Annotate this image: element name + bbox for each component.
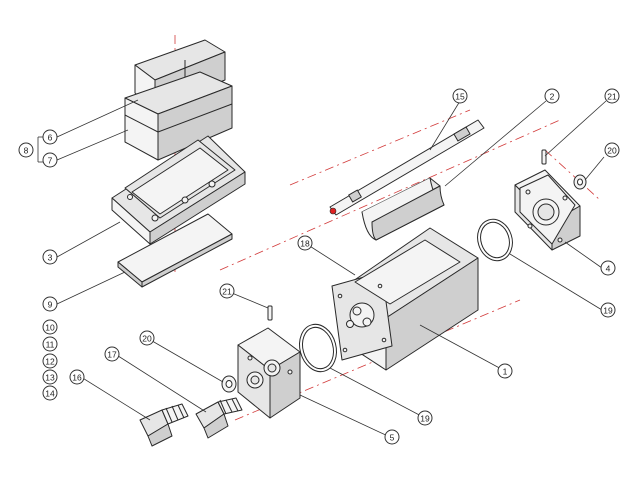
callout-label: 19 [603, 306, 613, 316]
callout-circle [219, 283, 235, 299]
callout-p12: 12 [42, 353, 58, 369]
callout-circle [42, 353, 58, 369]
callout-circle [18, 142, 34, 158]
callout-p13: 13 [42, 369, 58, 385]
callout-label: 15 [455, 92, 465, 102]
callout-p20b: 20 [139, 330, 155, 346]
callout-circle [42, 319, 58, 335]
callout-circle [42, 249, 58, 265]
callout-label: 10 [45, 323, 55, 333]
callout-circle [42, 336, 58, 352]
callout-label: 21 [222, 287, 232, 297]
callout-label: 4 [606, 264, 611, 274]
callout-circle [42, 129, 58, 145]
callout-p9: 9 [42, 296, 58, 312]
callout-p21a: 21 [604, 88, 620, 104]
callout-label: 12 [45, 357, 55, 367]
callout-circle [42, 385, 58, 401]
leader-lines [37, 99, 607, 438]
fitting-17-part [195, 397, 243, 439]
fitting-16-part [139, 403, 189, 447]
callout-p10: 10 [42, 319, 58, 335]
callout-p18: 18 [297, 235, 313, 251]
washer-left-part [221, 375, 237, 393]
callout-label: 8 [24, 146, 29, 156]
callout-label: 20 [142, 334, 152, 344]
base-frame-part [111, 135, 246, 245]
callout-label: 13 [45, 373, 55, 383]
callout-label: 3 [48, 253, 53, 263]
middle-block-part [124, 71, 233, 161]
end-block-part [237, 327, 301, 419]
callout-p21b: 21 [219, 283, 235, 299]
callout-p3: 3 [42, 249, 58, 265]
callout-p11: 11 [42, 336, 58, 352]
shaft-part [329, 119, 485, 216]
pin-right-part [541, 149, 547, 165]
callout-label: 2 [550, 92, 555, 102]
callout-p15: 15 [452, 88, 468, 104]
callout-label: 16 [72, 373, 82, 383]
callout-circle [104, 346, 120, 362]
callout-label: 17 [107, 350, 117, 360]
gasket-plate-part [117, 213, 233, 288]
callout-label: 18 [300, 239, 310, 249]
callout-circle [139, 330, 155, 346]
callout-p17: 17 [104, 346, 120, 362]
callout-p8: 8 [18, 142, 34, 158]
washer-right-part [573, 174, 587, 190]
callout-label: 1 [503, 367, 508, 377]
callout-label: 21 [607, 92, 617, 102]
callout-circle [417, 410, 433, 426]
callout-p5: 5 [384, 429, 400, 445]
callout-circle [42, 152, 58, 168]
callout-label: 6 [48, 133, 53, 143]
callout-label: 11 [46, 340, 55, 350]
callout-p2: 2 [544, 88, 560, 104]
o-ring-left-part [299, 323, 337, 373]
callout-circle [544, 88, 560, 104]
main-housing-part [331, 227, 479, 371]
callout-circle [42, 369, 58, 385]
callout-circle [604, 88, 620, 104]
shaft-seal-dot [329, 207, 337, 215]
o-ring-right-part [477, 218, 513, 262]
callout-p14: 14 [42, 385, 58, 401]
callout-label: 19 [420, 414, 430, 424]
callout-p6: 6 [42, 129, 58, 145]
callout-circle [69, 369, 85, 385]
pin-left-part [267, 305, 273, 321]
callout-circle [600, 260, 616, 276]
callout-label: 14 [45, 389, 55, 399]
callout-circle [384, 429, 400, 445]
callout-label: 20 [607, 146, 617, 156]
callout-p16: 16 [69, 369, 85, 385]
callout-p19a: 19 [600, 302, 616, 318]
callout-circle [497, 363, 513, 379]
callout-p20a: 20 [604, 142, 620, 158]
callout-p1: 1 [497, 363, 513, 379]
callout-label: 7 [48, 156, 53, 166]
callout-p4: 4 [600, 260, 616, 276]
callout-label: 9 [48, 300, 53, 310]
callout-circle [452, 88, 468, 104]
callout-label: 5 [390, 433, 395, 443]
callout-p7: 7 [42, 152, 58, 168]
callout-p19b: 19 [417, 410, 433, 426]
callout-circle [297, 235, 313, 251]
channel-insert-part [361, 177, 445, 241]
callout-circle [604, 142, 620, 158]
end-flange-part [514, 169, 581, 251]
callout-circle [42, 296, 58, 312]
callout-circle [600, 302, 616, 318]
